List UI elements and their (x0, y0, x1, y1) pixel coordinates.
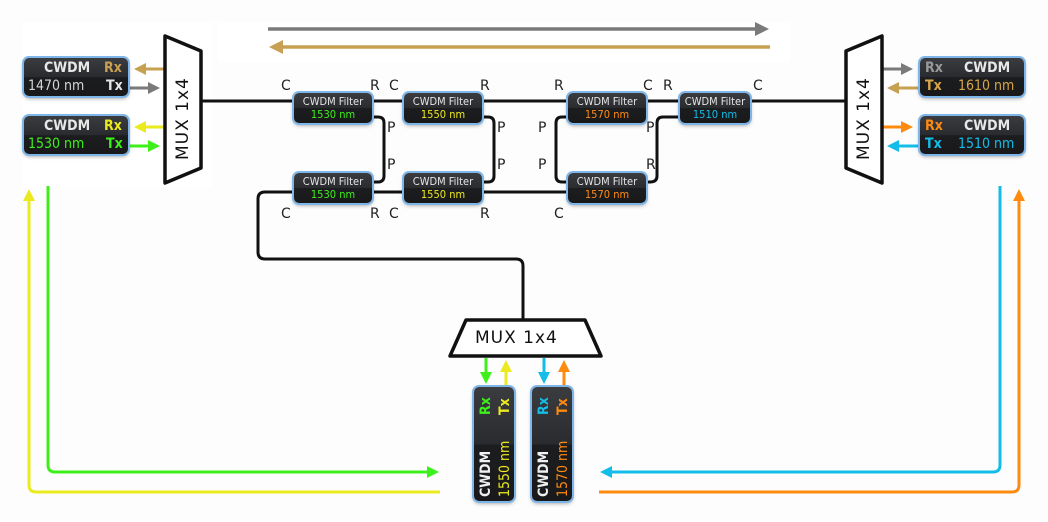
wavelength-label: 1510 nm (958, 136, 1015, 152)
port-label: R (370, 206, 380, 222)
port-label: C (281, 206, 291, 222)
transceiver-name: CWDM (964, 60, 1011, 76)
port-label: P (387, 157, 396, 173)
transceiver-1570nm[interactable]: Rx Tx CWDM 1570 nm (532, 387, 572, 501)
port-label: P (538, 157, 547, 173)
filter-wavelength: 1530 nm (310, 108, 356, 121)
transceiver-1550nm[interactable]: Rx Tx CWDM 1550 nm (474, 387, 514, 501)
filter-wavelength: 1530 nm (310, 188, 356, 201)
wavelength-label: 1550 nm (497, 440, 513, 497)
rx-label: Rx (104, 60, 122, 76)
port-label: C (281, 78, 291, 94)
filter-title: CWDM Filter (302, 175, 364, 188)
fiber-p-link-3 (554, 115, 570, 184)
right-mux-shape (844, 34, 884, 185)
filter-wavelength: 1510 nm (692, 108, 738, 121)
transceiver-name: CWDM (44, 60, 91, 76)
rx-label: Rx (104, 118, 122, 134)
port-label: C (643, 78, 653, 94)
transceiver-1530nm[interactable]: CWDM Rx 1530 nm Tx (24, 116, 128, 154)
wavelength-label: 1570 nm (555, 440, 571, 497)
filter-title: CWDM Filter (412, 95, 474, 108)
filter-title: CWDM Filter (684, 95, 746, 108)
loop-green-arrow (46, 186, 439, 478)
tx-label: Tx (925, 136, 942, 152)
transceiver-name: CWDM (44, 118, 91, 134)
transceiver-name: CWDM (478, 450, 494, 497)
filter-wavelength: 1570 nm (584, 108, 630, 121)
rx-label: Rx (478, 397, 494, 415)
filter-wavelength: 1550 nm (420, 108, 466, 121)
port-label: P (387, 120, 396, 136)
port-label: C (554, 206, 564, 222)
bottom-mux-shape (448, 318, 603, 358)
rx-label: Rx (925, 118, 943, 134)
port-label: R (646, 157, 656, 173)
rx-label: Rx (536, 397, 552, 415)
port-label: R (370, 78, 380, 94)
loop-orange-arrow (599, 189, 1025, 494)
fiber-p-link-2 (480, 115, 496, 184)
transceiver-1610nm[interactable]: Rx CWDM Tx 1610 nm (920, 58, 1024, 96)
port-label: P (497, 120, 506, 136)
wavelength-label: 1610 nm (958, 78, 1015, 94)
port-label: R (480, 78, 490, 94)
wavelength-label: 1470 nm (28, 78, 85, 94)
fiber-p-link-1 (370, 115, 386, 184)
port-label: C (389, 206, 399, 222)
transceiver-name: CWDM (964, 118, 1011, 134)
tx-label: Tx (925, 78, 942, 94)
right-mux-label: MUX 1x4 (854, 77, 874, 160)
port-label: R (663, 78, 673, 94)
tx-label: Tx (497, 398, 513, 415)
transceiver-1470nm[interactable]: CWDM Rx 1470 nm Tx (24, 58, 128, 96)
filter-title: CWDM Filter (412, 175, 474, 188)
rx-label: Rx (925, 60, 943, 76)
transceiver-1510nm[interactable]: Rx CWDM Tx 1510 nm (920, 116, 1024, 154)
fiber-p-link-4 (638, 115, 682, 184)
filter-title: CWDM Filter (576, 175, 638, 188)
filter-wavelength: 1550 nm (420, 188, 466, 201)
bottom-mux-label: MUX 1x4 (475, 328, 558, 348)
tx-label: Tx (106, 136, 123, 152)
tx-label: Tx (106, 78, 123, 94)
port-label: C (389, 78, 399, 94)
port-label: P (646, 120, 655, 136)
filter-title: CWDM Filter (302, 95, 364, 108)
port-label: P (497, 157, 506, 173)
transceiver-name: CWDM (536, 450, 552, 497)
tx-label: Tx (555, 398, 571, 415)
port-label: C (753, 78, 763, 94)
loop-yellow-arrow (23, 189, 440, 494)
filter-title: CWDM Filter (576, 95, 638, 108)
wavelength-label: 1530 nm (28, 136, 85, 152)
port-label: R (554, 78, 564, 94)
filter-wavelength: 1570 nm (584, 188, 630, 201)
fiber-main-bottom (256, 190, 570, 322)
loop-cyan-arrow (600, 186, 1002, 478)
left-mux-label: MUX 1x4 (173, 77, 193, 160)
port-label: R (480, 206, 490, 222)
port-label: P (538, 120, 547, 136)
left-mux-shape (163, 34, 203, 185)
